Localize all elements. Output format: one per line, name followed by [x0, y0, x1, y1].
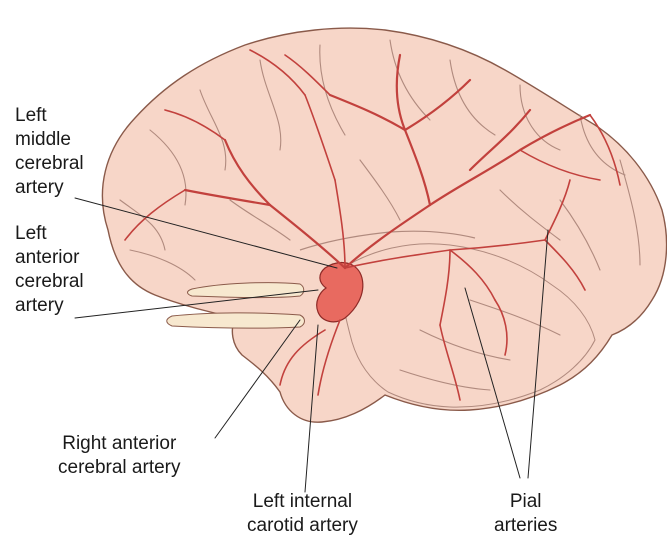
label-line: middle: [15, 129, 71, 150]
label-line: carotid artery: [247, 515, 358, 536]
artery-branch: [183, 188, 272, 207]
sulcus-line: [149, 129, 187, 206]
artery-branch: [334, 179, 346, 269]
sulci-group: [119, 39, 641, 391]
sulcus-line: [399, 369, 491, 391]
leader-line: [527, 229, 549, 479]
sulcus-line: [469, 299, 561, 336]
sulcus-line: [129, 249, 196, 281]
label-line: anterior: [15, 247, 80, 268]
label-line: artery: [15, 295, 64, 316]
artery-branch: [268, 203, 347, 270]
label-line: Left internal: [252, 491, 353, 512]
olfactory-band-upper: [187, 282, 305, 299]
sulcus-line: [199, 89, 227, 171]
label-left-internal-carotid-artery: Left internal carotid artery: [247, 490, 358, 538]
label-line: cerebral artery: [58, 457, 181, 478]
sulcus-line: [119, 199, 166, 251]
artery-branch: [343, 113, 592, 270]
label-line: Pial: [509, 491, 542, 512]
artery-branch: [589, 114, 621, 186]
label-left-middle-cerebral-artery: Left middle cerebral artery: [15, 104, 84, 200]
label-line: Left: [15, 105, 47, 126]
artery-branch: [164, 109, 226, 141]
sulcus-line: [559, 199, 601, 271]
artery-branch: [328, 93, 407, 132]
label-line: Right anterior: [62, 433, 177, 454]
label-line: arteries: [494, 515, 558, 536]
carotid-siphon: [316, 261, 364, 323]
label-left-anterior-cerebral-artery: Left anterior cerebral artery: [15, 222, 84, 318]
artery-branch: [468, 108, 532, 172]
sulcus-line: [259, 59, 282, 151]
label-line: artery: [15, 177, 64, 198]
sulcus-line: [619, 159, 641, 266]
leader-line: [214, 319, 301, 439]
sulcus-line: [449, 59, 496, 136]
artery-branch: [317, 319, 341, 396]
label-line: cerebral: [15, 153, 84, 174]
sulcus-line: [319, 44, 346, 136]
artery-branch: [439, 324, 461, 401]
label-line: Left: [15, 223, 47, 244]
artery-branch: [304, 94, 336, 181]
artery-branch: [439, 249, 451, 326]
label-pial-arteries: Pial arteries: [494, 490, 557, 538]
olfactory-band-lower: [166, 312, 305, 329]
artery-branch: [449, 249, 496, 301]
sulcus-line: [389, 39, 431, 121]
artery-branch: [249, 49, 306, 96]
artery-branch: [519, 149, 601, 181]
artery-branch: [403, 78, 472, 132]
sulcus-line: [519, 84, 561, 151]
leader-line: [74, 289, 319, 319]
artery-branch: [284, 54, 331, 96]
leader-lines: [74, 197, 549, 493]
artery-branch: [223, 138, 272, 207]
artery-branch: [494, 299, 508, 356]
artery-branch: [279, 329, 326, 386]
sulcus-line: [499, 189, 561, 241]
sulcus-line: [359, 159, 401, 221]
temporal-lobe: [339, 243, 596, 408]
leader-line: [464, 287, 521, 479]
label-right-anterior-cerebral-artery: Right anterior cerebral artery: [58, 432, 181, 480]
sulcus-line: [579, 114, 626, 176]
artery-branch: [544, 239, 586, 291]
artery-branch: [124, 189, 186, 241]
leader-line: [304, 324, 319, 493]
leader-line: [74, 197, 338, 269]
label-line: cerebral: [15, 271, 84, 292]
sulcus-line: [229, 199, 291, 241]
sulcus-line: [419, 329, 511, 361]
